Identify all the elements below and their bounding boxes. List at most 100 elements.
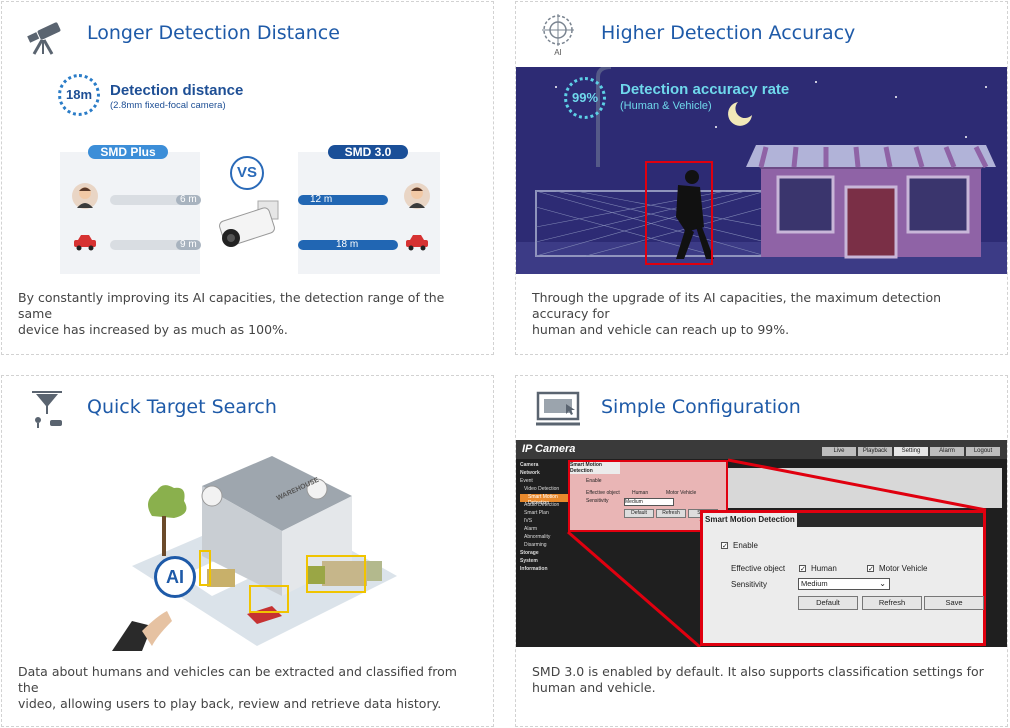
distance-subheading: (2.8mm fixed-focal camera) bbox=[110, 100, 226, 111]
car-icon bbox=[72, 232, 98, 252]
menu-item-network[interactable]: Network bbox=[520, 470, 540, 476]
human-avatar-icon bbox=[72, 183, 98, 209]
card-description: SMD 3.0 is enabled by default. It also s… bbox=[532, 664, 992, 696]
enable-checkbox[interactable]: ✓ bbox=[721, 542, 728, 550]
motor-vehicle-checkbox[interactable]: ✓ bbox=[867, 565, 874, 573]
description-line: video, allowing users to play back, revi… bbox=[18, 696, 442, 711]
smd30-pill: SMD 3.0 bbox=[328, 145, 408, 159]
sensitivity-select-small[interactable]: Medium bbox=[624, 498, 674, 506]
enable-label-small: Enable bbox=[586, 478, 602, 484]
menu-item-event[interactable]: Event bbox=[520, 478, 533, 484]
monitor-cursor-icon bbox=[536, 390, 582, 430]
card-title: Simple Configuration bbox=[601, 396, 801, 418]
badge-99: 99% bbox=[564, 77, 606, 119]
smd-dialog-zoomed: Smart Motion Detection ✓ Enable Effectiv… bbox=[700, 510, 986, 646]
menu-item-audio-detection[interactable]: Audio Detection bbox=[524, 502, 560, 508]
vehicle-bar-new: 18 m bbox=[298, 240, 398, 250]
tab-playback[interactable]: Playback bbox=[858, 447, 892, 456]
menu-item-smart-plan[interactable]: Smart Plan bbox=[524, 510, 549, 516]
telescope-icon bbox=[24, 20, 64, 56]
card-description: By constantly improving its AI capacitie… bbox=[18, 290, 478, 338]
human-bar-new: 12 m bbox=[298, 195, 388, 205]
ip-camera-screenshot: IP Camera Live Playback Setting Alarm Lo… bbox=[516, 440, 1007, 647]
sensitivity-label-small: Sensitivity bbox=[586, 498, 609, 504]
card-longer-detection-distance: Longer Detection Distance 18m Detection … bbox=[1, 1, 494, 355]
ai-target-icon: AI bbox=[540, 12, 576, 58]
smd30-panel bbox=[298, 152, 440, 274]
default-button[interactable]: Default bbox=[798, 596, 858, 610]
description-line: device has increased by as much as 100%. bbox=[18, 322, 288, 337]
human-label: Human bbox=[811, 564, 837, 573]
human-bar-old bbox=[110, 195, 200, 205]
motor-vehicle-small: Motor Vehicle bbox=[666, 490, 697, 496]
card-title: Longer Detection Distance bbox=[87, 22, 340, 44]
card-title: Higher Detection Accuracy bbox=[601, 22, 856, 44]
menu-item-storage[interactable]: Storage bbox=[520, 550, 539, 556]
card-description: Through the upgrade of its AI capacities… bbox=[532, 290, 992, 338]
menu-item-video-detection[interactable]: Video Detection bbox=[524, 486, 560, 492]
ipc-app-title: IP Camera bbox=[522, 443, 576, 455]
sensitivity-value: Medium bbox=[801, 579, 828, 588]
tab-alarm[interactable]: Alarm bbox=[930, 447, 964, 456]
card-description: Data about humans and vehicles can be ex… bbox=[18, 664, 478, 712]
refresh-button-small[interactable]: Refresh bbox=[656, 509, 686, 518]
description-line: human and vehicle. bbox=[532, 680, 656, 695]
effective-object-label: Effective object bbox=[731, 564, 786, 573]
menu-item-ivs[interactable]: IVS bbox=[524, 518, 533, 524]
smd-plus-panel bbox=[60, 152, 200, 274]
vehicle-bar-old bbox=[110, 240, 200, 250]
ai-icon-caption: AI bbox=[554, 48, 562, 57]
description-line: Data about humans and vehicles can be ex… bbox=[18, 664, 457, 695]
card-quick-target-search: Quick Target Search AI WAREHOUSE D bbox=[1, 375, 494, 727]
description-line: SMD 3.0 is enabled by default. It also s… bbox=[532, 664, 984, 679]
human-label-small: Human bbox=[632, 490, 649, 496]
dialog-title-small: Smart Motion Detection bbox=[570, 462, 620, 474]
menu-item-information[interactable]: Information bbox=[520, 566, 548, 572]
sensitivity-label: Sensitivity bbox=[731, 580, 768, 589]
human-checkbox[interactable]: ✓ bbox=[799, 565, 806, 573]
ipc-header: IP Camera Live Playback Setting Alarm Lo… bbox=[516, 440, 1007, 459]
funnel-search-icon bbox=[30, 390, 64, 430]
smd-plus-pill: SMD Plus bbox=[88, 145, 168, 159]
menu-item-disarming[interactable]: Disarming bbox=[524, 542, 547, 548]
night-detection-illustration: 99% Detection accuracy rate (Human & Veh… bbox=[516, 67, 1007, 274]
description-line: By constantly improving its AI capacitie… bbox=[18, 290, 445, 321]
card-higher-detection-accuracy: AI Higher Detection Accuracy bbox=[515, 1, 1008, 355]
detection-distance-illustration: 18m Detection distance (2.8mm fixed-foca… bbox=[58, 66, 458, 276]
description-line: human and vehicle can reach up to 99%. bbox=[532, 322, 790, 337]
vs-badge: VS bbox=[230, 156, 264, 190]
ai-magnifier: AI bbox=[154, 556, 196, 598]
menu-item-camera[interactable]: Camera bbox=[520, 462, 539, 468]
target-search-illustration: AI WAREHOUSE bbox=[112, 446, 402, 651]
human-avatar-icon-right bbox=[404, 183, 430, 209]
refresh-button[interactable]: Refresh bbox=[862, 596, 922, 610]
menu-item-alarm[interactable]: Alarm bbox=[524, 526, 538, 532]
human-distance-old: 6 m bbox=[176, 195, 201, 205]
accuracy-subheading: (Human & Vehicle) bbox=[620, 100, 712, 112]
menu-item-smart-motion-detection[interactable]: Smart Motion Detection bbox=[520, 494, 568, 506]
description-line: Through the upgrade of its AI capacities… bbox=[532, 290, 942, 321]
enable-label: Enable bbox=[733, 541, 758, 550]
chevron-down-icon: ⌄ bbox=[879, 579, 886, 588]
badge-18m: 18m bbox=[58, 74, 100, 116]
vehicle-distance-old: 9 m bbox=[176, 240, 201, 250]
tab-logout[interactable]: Logout bbox=[966, 447, 1000, 456]
distance-heading: Detection distance bbox=[110, 82, 244, 99]
motor-vehicle-label: Motor Vehicle bbox=[879, 564, 928, 573]
ipc-sidebar: Camera Network Event Video Detection Sma… bbox=[520, 462, 568, 574]
save-button[interactable]: Save bbox=[924, 596, 984, 610]
car-icon-right bbox=[404, 232, 430, 252]
card-title: Quick Target Search bbox=[87, 396, 277, 418]
menu-item-abnormality[interactable]: Abnormality bbox=[524, 534, 551, 540]
card-simple-configuration: Simple Configuration IP Camera Live Play… bbox=[515, 375, 1008, 727]
default-button-small[interactable]: Default bbox=[624, 509, 654, 518]
tab-live[interactable]: Live bbox=[822, 447, 856, 456]
menu-item-system[interactable]: System bbox=[520, 558, 538, 564]
sensitivity-select[interactable]: Medium ⌄ bbox=[798, 578, 890, 590]
dialog-title: Smart Motion Detection bbox=[703, 513, 797, 527]
accuracy-heading: Detection accuracy rate bbox=[620, 81, 790, 98]
effective-object-small: Effective object bbox=[586, 490, 620, 496]
tab-setting[interactable]: Setting bbox=[894, 447, 928, 456]
ipc-content-bg bbox=[716, 468, 1002, 508]
camera-icon bbox=[213, 196, 288, 256]
